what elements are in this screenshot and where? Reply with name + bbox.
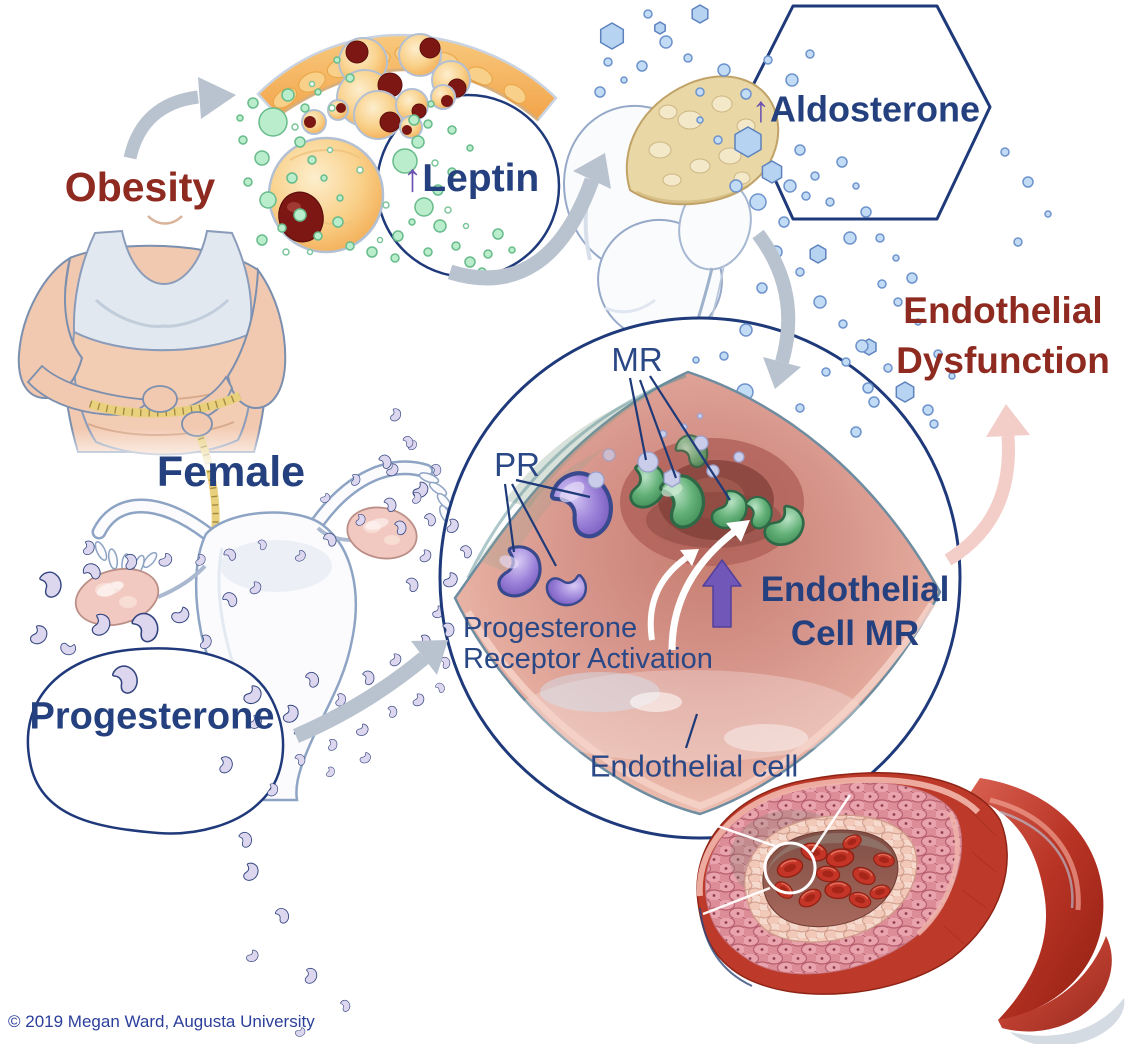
blood-vessel-illustration <box>696 772 1125 1044</box>
endothelial-dysfunction-line1: Endothelial <box>903 290 1103 331</box>
ecmr-line1: Endothelial <box>760 570 950 609</box>
aldosterone-up-arrow-icon: ↑ <box>751 88 770 130</box>
mr-receptors <box>626 428 813 555</box>
leptin-to-kidney-arrow <box>447 153 611 286</box>
magnifier-lines <box>699 794 852 916</box>
endothelial-cell-label: Endothelial cell <box>589 748 799 784</box>
aldosterone-hexagon <box>740 4 992 221</box>
bound-aldosterone-molecules <box>587 412 745 489</box>
magnifier-circle <box>763 841 817 895</box>
aldosterone-text: Aldosterone <box>769 88 981 130</box>
female-label: Female <box>156 447 306 496</box>
pra-line2: Receptor Activation <box>463 643 713 675</box>
obesity-label: Obesity <box>64 163 216 210</box>
progesterone-receptor-activation-label: Progesterone Receptor Activation <box>463 613 713 675</box>
progesterone-to-circle-arrow <box>293 640 448 743</box>
leptin-label: ↑Leptin <box>402 156 540 200</box>
endothelial-dysfunction-line2: Dysfunction <box>896 340 1110 381</box>
leptin-text: Leptin <box>422 156 540 200</box>
obesity-to-adipose-arrow <box>123 77 236 160</box>
endothelial-cell-pointer-line <box>684 713 699 749</box>
pra-line1: Progesterone <box>463 612 638 644</box>
pr-pointer-lines <box>503 478 591 567</box>
progesterone-label: Progesterone <box>29 695 275 738</box>
mr-pointer-lines <box>628 375 731 501</box>
endothelial-cell-mr-label: Endothelial Cell MR <box>761 568 950 656</box>
pr-label: PR <box>494 446 540 484</box>
progesterone-bubble <box>26 647 285 835</box>
fat-cells <box>267 33 471 254</box>
mr-label: MR <box>611 341 663 379</box>
leptin-up-arrow-icon: ↑ <box>402 156 423 200</box>
activation-arrows <box>647 520 750 651</box>
ecmr-line2: Cell MR <box>790 614 920 653</box>
leptin-molecules <box>236 56 516 277</box>
aldosterone-to-circle-arrow <box>752 229 801 389</box>
circle-to-dysfunction-arrow <box>944 404 1030 566</box>
copyright-text: © 2019 Megan Ward, Augusta University <box>8 1012 315 1031</box>
endothelial-cell-illustration <box>453 370 942 816</box>
up-arrow-icon <box>702 559 742 628</box>
endothelial-dysfunction-label: Endothelial Dysfunction <box>896 286 1110 386</box>
aldosterone-label: ↑Aldosterone <box>751 88 981 130</box>
